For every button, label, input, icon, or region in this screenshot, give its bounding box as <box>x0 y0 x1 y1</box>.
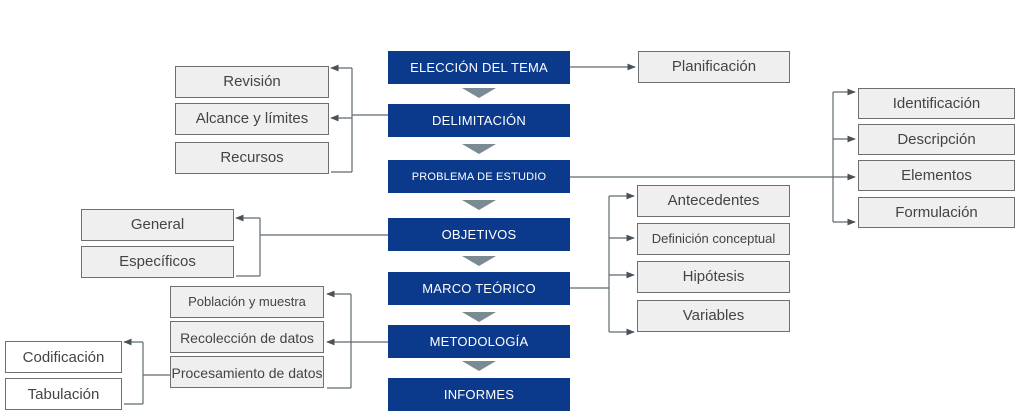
node-general: General <box>81 209 234 241</box>
node-elementos: Elementos <box>858 160 1015 191</box>
down-arrow-icon <box>462 200 496 210</box>
node-antecedentes: Antecedentes <box>637 185 790 217</box>
step-delimitacion: DELIMITACIÓN <box>388 104 570 137</box>
node-tabulacion: Tabulación <box>5 378 122 410</box>
step-metodologia: METODOLOGÍA <box>388 325 570 358</box>
step-objetivos: OBJETIVOS <box>388 218 570 251</box>
node-procesamiento-de-datos: Procesamiento de datos <box>170 356 324 388</box>
node-codificacion: Codificación <box>5 341 122 373</box>
down-arrow-icon <box>462 144 496 154</box>
down-arrow-icon <box>462 88 496 98</box>
node-revision: Revisión <box>175 66 329 98</box>
node-recoleccion-de-datos: Recolección de datos <box>170 321 324 353</box>
node-especificos: Específicos <box>81 246 234 278</box>
step-eleccion-del-tema: ELECCIÓN DEL TEMA <box>388 51 570 84</box>
step-marco-teorico: MARCO TEÓRICO <box>388 272 570 305</box>
down-arrow-icon <box>462 312 496 322</box>
node-alcance-y-limites: Alcance y límites <box>175 103 329 135</box>
node-poblacion-y-muestra: Población y muestra <box>170 286 324 318</box>
node-recursos: Recursos <box>175 142 329 174</box>
step-problema-de-estudio: PROBLEMA DE ESTUDIO <box>388 160 570 193</box>
step-informes: INFORMES <box>388 378 570 411</box>
node-identificacion: Identificación <box>858 88 1015 119</box>
node-hipotesis: Hipótesis <box>637 261 790 293</box>
node-planificacion: Planificación <box>638 51 790 83</box>
node-descripcion: Descripción <box>858 124 1015 155</box>
node-variables: Variables <box>637 300 790 332</box>
down-arrow-icon <box>462 361 496 371</box>
node-formulacion: Formulación <box>858 197 1015 228</box>
down-arrow-icon <box>462 256 496 266</box>
node-definicion-conceptual: Definición conceptual <box>637 223 790 255</box>
